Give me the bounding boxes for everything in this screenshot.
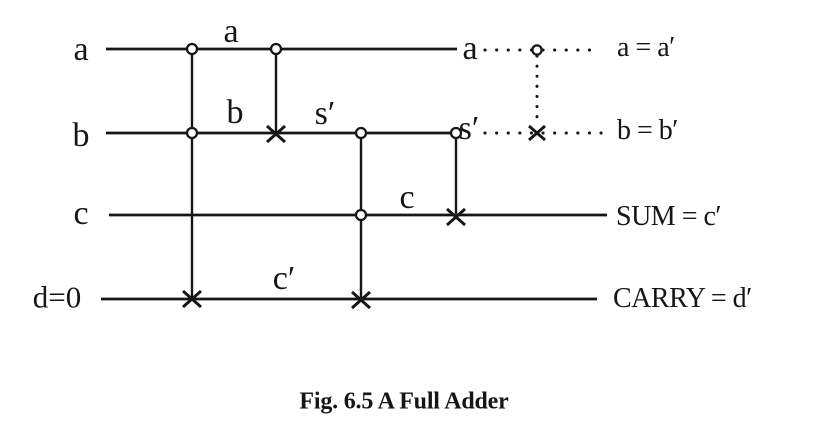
wire-b-input-label: b xyxy=(72,117,90,154)
wire-b-output-label: b = b′ xyxy=(617,115,678,146)
gate-4-control-b-dot-icon xyxy=(449,126,463,140)
gate-2-target-x-icon xyxy=(266,124,286,144)
gate-1-target-x-icon xyxy=(182,289,202,309)
gate-3-control-c-dot-icon xyxy=(354,208,368,222)
wire-c-segment-label: c xyxy=(399,179,415,216)
gate-4-target-x-icon xyxy=(446,207,466,227)
wire-b-segment-label: b xyxy=(226,94,244,131)
wire-b-end-label: s′ xyxy=(458,110,480,147)
wire-d-cprime-label: c′ xyxy=(272,260,296,297)
wire-a-segment-label: a xyxy=(223,13,239,50)
gate-3-target-x-icon xyxy=(351,290,371,310)
sum-output-label: SUM = c′ xyxy=(616,201,722,232)
wire-a-output-label: a = a′ xyxy=(617,32,675,63)
wire-a-end-label: a xyxy=(462,30,478,67)
gate-5-target-x-icon xyxy=(528,124,546,142)
gate-5-control-a-dot-icon xyxy=(531,44,543,56)
wire-a-input-label: a xyxy=(73,31,89,68)
gate-3-control-b-dot-icon xyxy=(354,126,368,140)
wire-b-sprime-label: s′ xyxy=(314,95,336,132)
gate-1-control-b-dot-icon xyxy=(185,126,199,140)
wire-c-input-label: c xyxy=(73,195,89,232)
figure-caption: Fig. 6.5 A Full Adder xyxy=(299,388,509,415)
carry-output-label: CARRY = d′ xyxy=(613,283,752,314)
gate-1-control-a-dot-icon xyxy=(185,42,199,56)
gate-2-control-a-dot-icon xyxy=(269,42,283,56)
wire-d-input-label: d=0 xyxy=(32,279,82,315)
